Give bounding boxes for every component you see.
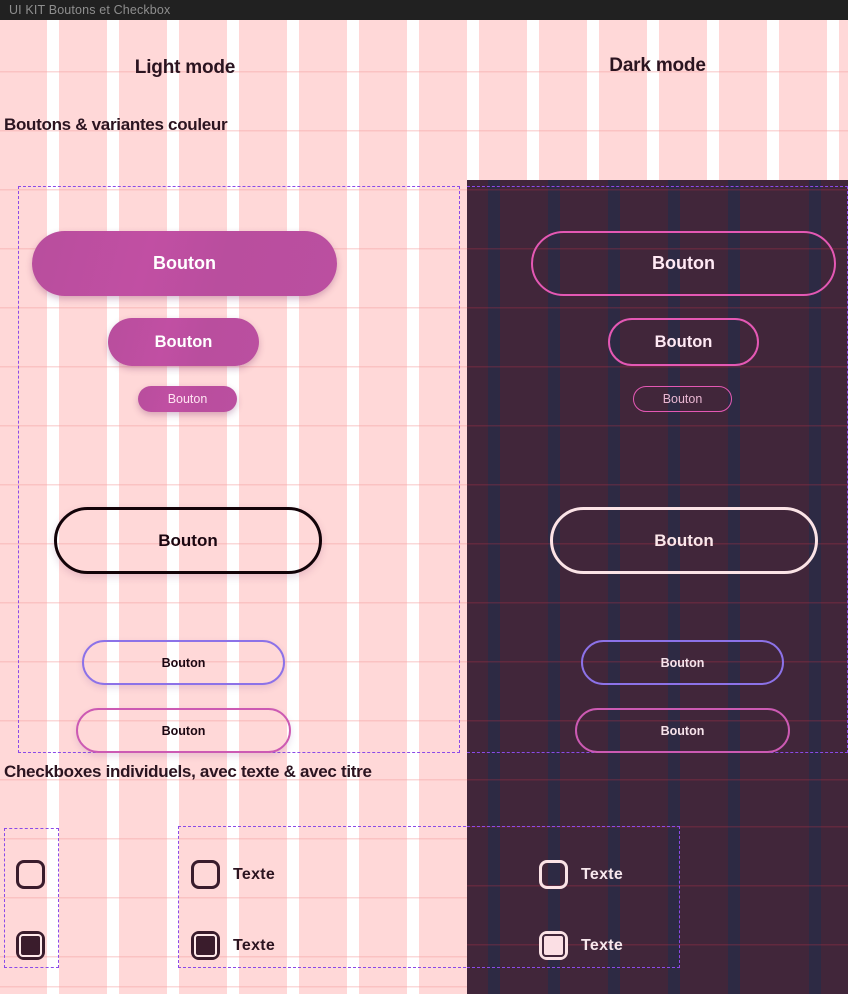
- button-outline-pink-large-dark[interactable]: Bouton: [531, 231, 836, 296]
- button-outline-magenta-dark[interactable]: Bouton: [575, 708, 790, 753]
- button-outline-white-dark[interactable]: Bouton: [550, 507, 818, 574]
- checkbox-fill: [542, 934, 565, 957]
- button-outline-magenta-light[interactable]: Bouton: [76, 708, 291, 753]
- button-filled-medium-light[interactable]: Bouton: [108, 318, 259, 366]
- checkbox-label: Texte: [233, 865, 276, 883]
- light-mode-heading: Light mode: [134, 57, 236, 78]
- button-outline-violet-dark[interactable]: Bouton: [581, 640, 784, 685]
- window-title: UI KIT Boutons et Checkbox: [9, 3, 171, 17]
- checkbox-label: Texte: [581, 936, 624, 954]
- button-outline-pink-medium-dark[interactable]: Bouton: [608, 318, 759, 366]
- buttons-section-heading: Boutons & variantes couleur: [4, 115, 228, 134]
- button-filled-small-light[interactable]: Bouton: [138, 386, 237, 412]
- dark-mode-panel: [467, 180, 848, 994]
- checkbox-unchecked-icon[interactable]: [539, 860, 568, 889]
- design-canvas: Light mode Dark mode Boutons & variantes…: [0, 20, 848, 994]
- button-filled-large-light[interactable]: Bouton: [32, 231, 337, 296]
- checkbox-row-text-checked-light[interactable]: Texte: [191, 931, 275, 960]
- window-titlebar: UI KIT Boutons et Checkbox: [0, 0, 848, 20]
- checkbox-row-text-unchecked-light[interactable]: Texte: [191, 860, 275, 889]
- button-outline-black-light[interactable]: Bouton: [54, 507, 322, 574]
- checkbox-label: Texte: [581, 865, 624, 883]
- checkbox-row-text-unchecked-dark[interactable]: Texte: [539, 860, 623, 889]
- checkbox-fill: [194, 934, 217, 957]
- checkbox-row-plain-unchecked-light[interactable]: [16, 860, 45, 889]
- dark-mode-heading: Dark mode: [609, 55, 706, 76]
- checkbox-unchecked-icon[interactable]: [16, 860, 45, 889]
- checkboxes-section-heading: Checkboxes individuels, avec texte & ave…: [4, 762, 372, 781]
- checkbox-checked-icon[interactable]: [16, 931, 45, 960]
- checkbox-checked-icon[interactable]: [191, 931, 220, 960]
- checkbox-row-plain-checked-light[interactable]: [16, 931, 45, 960]
- checkbox-label: Texte: [233, 936, 276, 954]
- button-outline-pink-small-dark[interactable]: Bouton: [633, 386, 732, 412]
- checkbox-fill: [19, 934, 42, 957]
- checkbox-checked-icon[interactable]: [539, 931, 568, 960]
- checkbox-row-text-checked-dark[interactable]: Texte: [539, 931, 623, 960]
- checkbox-unchecked-icon[interactable]: [191, 860, 220, 889]
- button-outline-violet-light[interactable]: Bouton: [82, 640, 285, 685]
